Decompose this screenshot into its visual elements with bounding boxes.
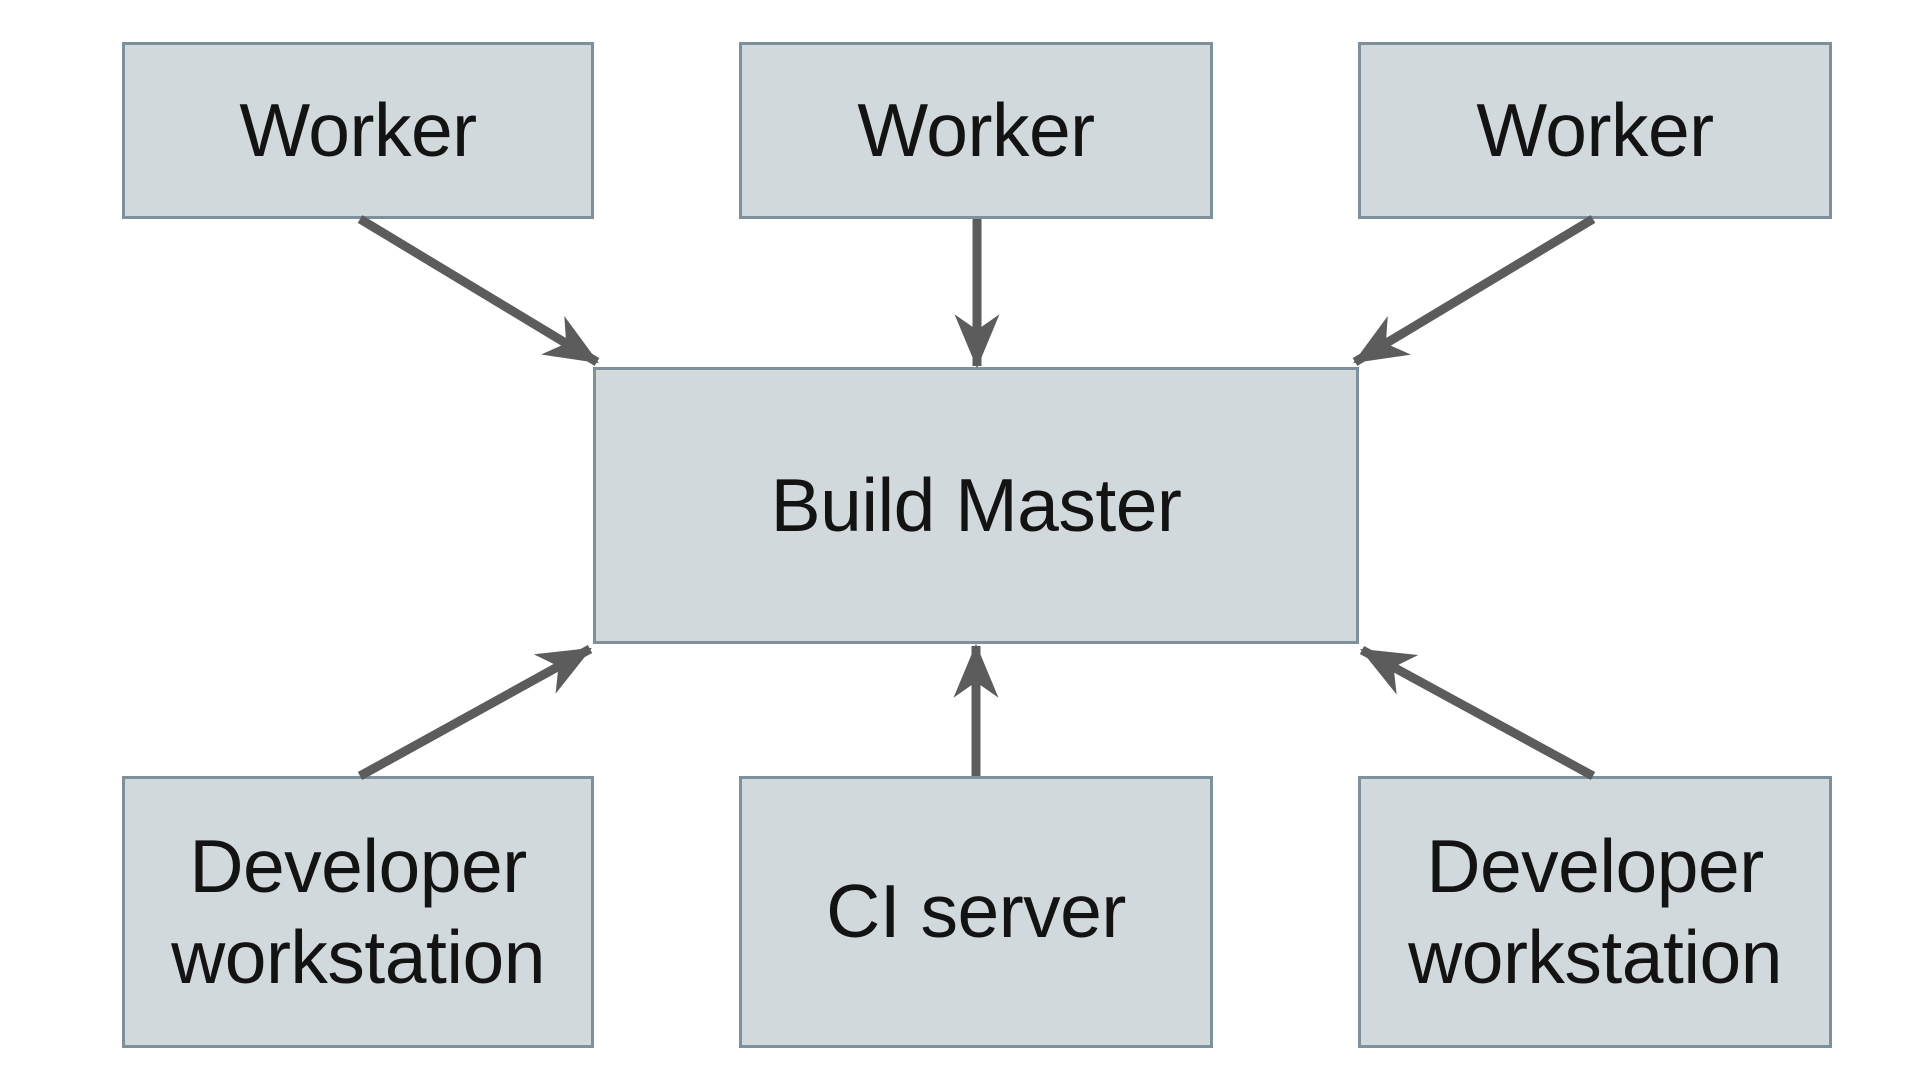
node-worker-2: Worker: [739, 42, 1213, 219]
arrow-developer-workstation-left-to-build-master: [357, 645, 593, 780]
node-worker-3-label: Worker: [1476, 87, 1714, 172]
node-developer-workstation-right-label: Developer workstation: [1408, 823, 1782, 1000]
node-worker-1: Worker: [122, 42, 594, 219]
node-ci-server-label: CI server: [826, 869, 1126, 954]
node-developer-workstation-left: Developer workstation: [122, 776, 594, 1048]
node-ci-server: CI server: [739, 776, 1213, 1048]
node-build-master: Build Master: [593, 367, 1359, 644]
node-worker-2-label: Worker: [857, 87, 1095, 172]
arrow-developer-workstation-right-to-build-master: [1359, 646, 1596, 780]
arrow-worker-3-to-build-master: [1352, 215, 1596, 366]
node-developer-workstation-left-label: Developer workstation: [171, 823, 545, 1000]
node-developer-workstation-right: Developer workstation: [1358, 776, 1832, 1048]
arrow-worker-1-to-build-master: [357, 215, 600, 366]
node-build-master-label: Build Master: [770, 462, 1182, 547]
node-worker-1-label: Worker: [239, 87, 477, 172]
node-worker-3: Worker: [1358, 42, 1832, 219]
